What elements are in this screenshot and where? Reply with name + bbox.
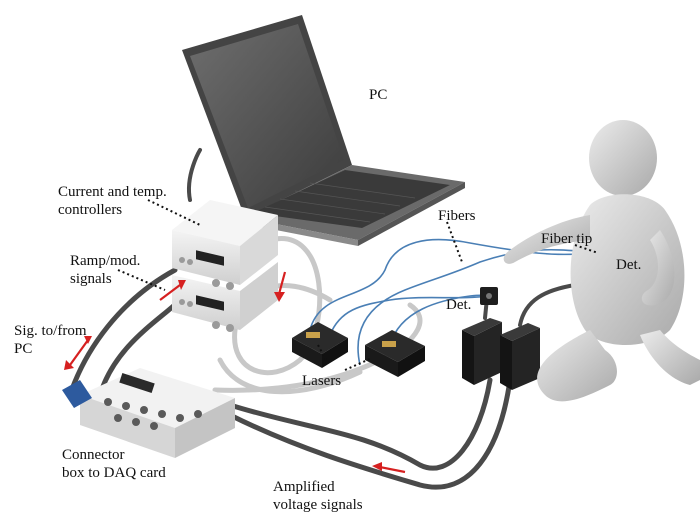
laser-icon <box>365 330 425 377</box>
label-sig-line1: Sig. to/from <box>14 323 87 339</box>
label-pc: PC <box>369 87 388 103</box>
label-amplified-line2: voltage signals <box>273 497 363 513</box>
arrow-bidirectional <box>69 339 89 366</box>
controller-stack-icon <box>172 200 278 332</box>
label-fiber-tip: Fiber tip <box>541 231 593 247</box>
arrow-down <box>277 271 287 295</box>
laser-icon <box>292 322 348 368</box>
amplifier-icon <box>462 318 502 385</box>
leader-lines <box>117 199 599 371</box>
label-connector-line1: Connector <box>62 447 125 463</box>
arrow-left <box>379 465 406 474</box>
label-lasers: Lasers <box>302 373 342 389</box>
patient-figure-icon <box>503 120 700 402</box>
signal-arrows <box>64 271 406 474</box>
label-det-right: Det. <box>616 257 642 273</box>
label-ramp-line2: signals <box>70 271 112 287</box>
label-controllers-line1: Current and temp. <box>58 184 167 200</box>
label-connector-line2: box to DAQ card <box>62 465 166 481</box>
label-sig-line2: PC <box>14 341 33 357</box>
detector-icon <box>480 287 498 305</box>
label-amplified-line1: Amplified <box>273 479 335 495</box>
label-fibers: Fibers <box>438 208 476 224</box>
laptop-icon <box>182 15 465 246</box>
label-det-left: Det. <box>446 297 472 313</box>
label-controllers-line2: controllers <box>58 202 123 218</box>
connector-box-icon <box>62 368 235 458</box>
amplifier-icon <box>500 323 540 390</box>
label-ramp-line1: Ramp/mod. <box>70 253 141 269</box>
arrow-up-right <box>159 284 181 301</box>
